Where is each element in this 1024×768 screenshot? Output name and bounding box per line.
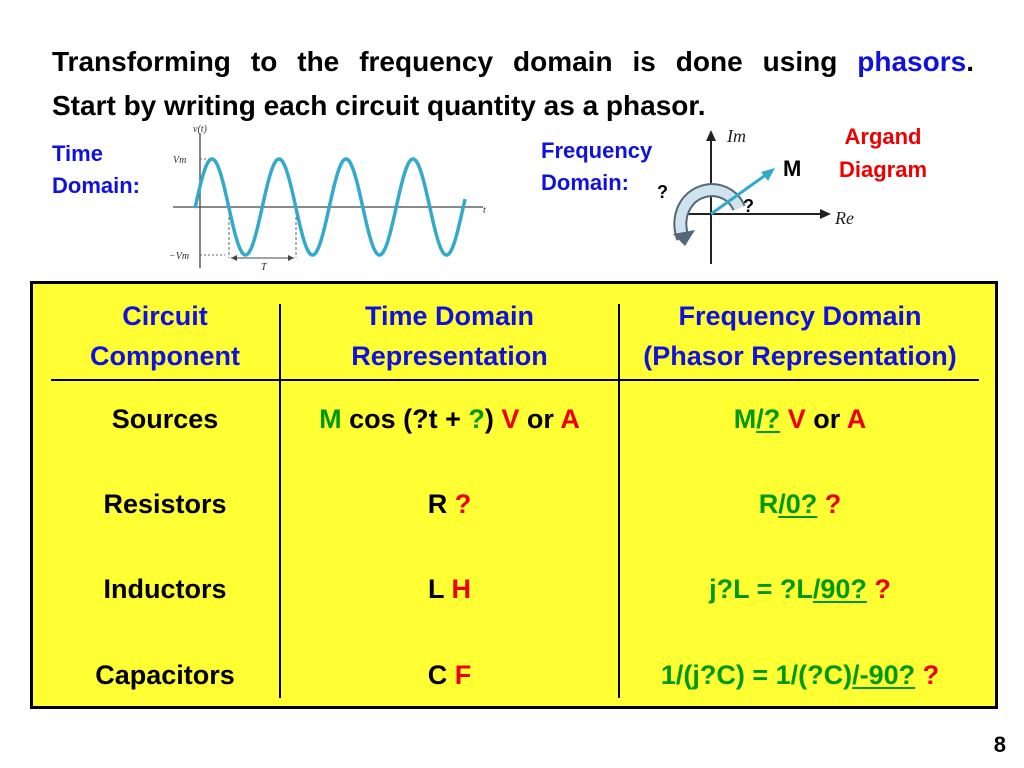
argand-diagram: Im Re M ? ? xyxy=(657,126,854,264)
row-resistors-frequency: R/0? ? xyxy=(758,489,842,519)
neg-vm-label: −Vm xyxy=(169,251,189,262)
vm-label: Vm xyxy=(173,155,186,166)
intro-text: Transforming to the frequency domain is … xyxy=(52,40,974,128)
column-divider-1 xyxy=(279,304,281,698)
row-resistors-component: Resistors xyxy=(103,489,227,519)
row-sources-frequency: M/? V or A xyxy=(733,404,867,434)
row-capacitors-component: Capacitors xyxy=(95,660,235,690)
header-divider xyxy=(51,379,979,381)
row-inductors-component: Inductors xyxy=(103,574,227,604)
time-domain-label: Time Domain: xyxy=(52,141,140,198)
sine-curve xyxy=(193,157,467,257)
intro-line-1: Transforming to the frequency domain is … xyxy=(52,46,974,77)
row-inductors-frequency: j?L = ?L/90? ? xyxy=(709,574,891,604)
column-divider-2 xyxy=(618,304,620,698)
argand-diagram-label: Argand Diagram xyxy=(838,124,928,182)
header-circuit-component: Circuit Component xyxy=(90,301,240,371)
row-sources-component: Sources xyxy=(111,404,219,434)
re-label: Re xyxy=(834,208,854,228)
t-axis-label: t xyxy=(483,205,486,216)
im-label: Im xyxy=(726,126,746,146)
magnitude-label: M xyxy=(783,156,801,181)
header-frequency-domain: Frequency Domain (Phasor Representation) xyxy=(643,301,957,371)
angle-glyph: ? xyxy=(743,196,754,216)
header-time-domain: Time Domain Representation xyxy=(351,301,548,371)
row-resistors-time: R ? xyxy=(427,489,472,519)
intro-line-2: Start by writing each circuit quantity a… xyxy=(52,90,706,121)
row-capacitors-time: C F xyxy=(427,660,472,690)
phasor-vector xyxy=(710,172,768,216)
row-sources-time: M cos (?t + ?) V or A xyxy=(319,404,580,434)
phasors-word: phasors xyxy=(857,46,967,77)
frequency-domain-label: Frequency Domain: xyxy=(541,138,653,195)
component-table: Circuit Component Time Domain Representa… xyxy=(30,281,998,709)
omega-glyph: ? xyxy=(657,182,668,202)
row-inductors-time: L H xyxy=(427,574,471,604)
row-capacitors-frequency: 1/(j?C) = 1/(?C)/-90? ? xyxy=(660,660,940,690)
sine-wave-graph: v(t) Vm −Vm t T xyxy=(169,124,486,273)
period-label: T xyxy=(261,262,268,273)
page-number: 8 xyxy=(993,732,1006,757)
v-axis-label: v(t) xyxy=(193,124,208,135)
